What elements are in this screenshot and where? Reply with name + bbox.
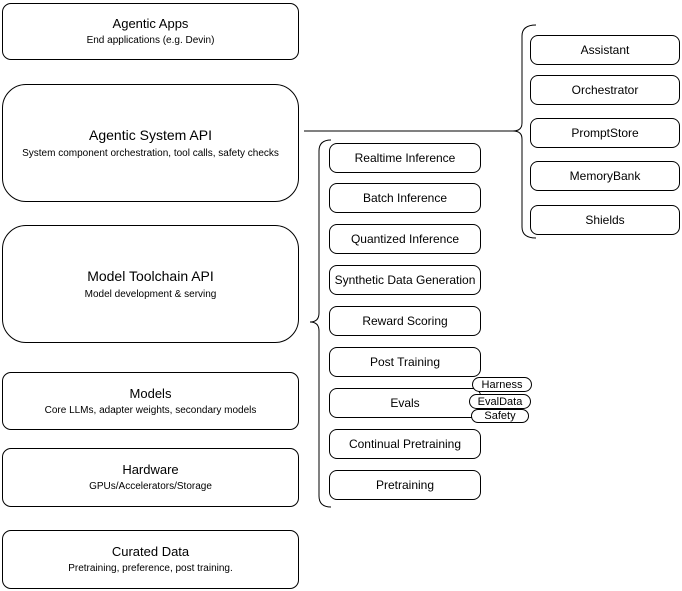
box-title: Agentic System API [89,126,212,143]
box-model-toolchain-api: Model Toolchain API Model development & … [2,225,299,343]
box-orchestrator: Orchestrator [530,75,680,105]
box-subtitle: System component orchestration, tool cal… [22,147,279,159]
box-memorybank: MemoryBank [530,161,680,191]
box-subtitle: End applications (e.g. Devin) [86,35,215,46]
box-subtitle: Model development & serving [84,288,217,300]
box-pretraining: Pretraining [329,470,481,500]
box-models: Models Core LLMs, adapter weights, secon… [2,372,299,430]
box-reward-scoring: Reward Scoring [329,306,481,336]
box-continual-pretraining: Continual Pretraining [329,429,481,459]
pill-harness: Harness [472,377,532,392]
box-synthetic-data-generation: Synthetic Data Generation [329,265,481,295]
box-agentic-system-api: Agentic System API System component orch… [2,84,299,202]
box-title: Agentic Apps [112,16,189,31]
box-post-training: Post Training [329,347,481,377]
box-realtime-inference: Realtime Inference [329,143,481,173]
box-shields: Shields [530,205,680,235]
box-batch-inference: Batch Inference [329,183,481,213]
box-evals: Evals [329,388,481,418]
box-promptstore: PromptStore [530,118,680,148]
pill-evaldata: EvalData [469,394,531,409]
box-agentic-apps: Agentic Apps End applications (e.g. Devi… [2,3,299,60]
box-title: Models [129,385,172,401]
box-curated-data: Curated Data Pretraining, preference, po… [2,530,299,589]
box-subtitle: Core LLMs, adapter weights, secondary mo… [44,404,257,416]
box-title: Hardware [122,462,179,477]
box-quantized-inference: Quantized Inference [329,224,481,254]
box-subtitle: Pretraining, preference, post training. [68,563,233,574]
toolchain-brace [309,139,332,508]
box-assistant: Assistant [530,35,680,65]
box-title: Model Toolchain API [87,267,214,284]
pill-safety: Safety [471,409,529,423]
box-title: Curated Data [111,544,190,559]
box-subtitle: GPUs/Accelerators/Storage [89,481,212,492]
box-hardware: Hardware GPUs/Accelerators/Storage [2,448,299,507]
